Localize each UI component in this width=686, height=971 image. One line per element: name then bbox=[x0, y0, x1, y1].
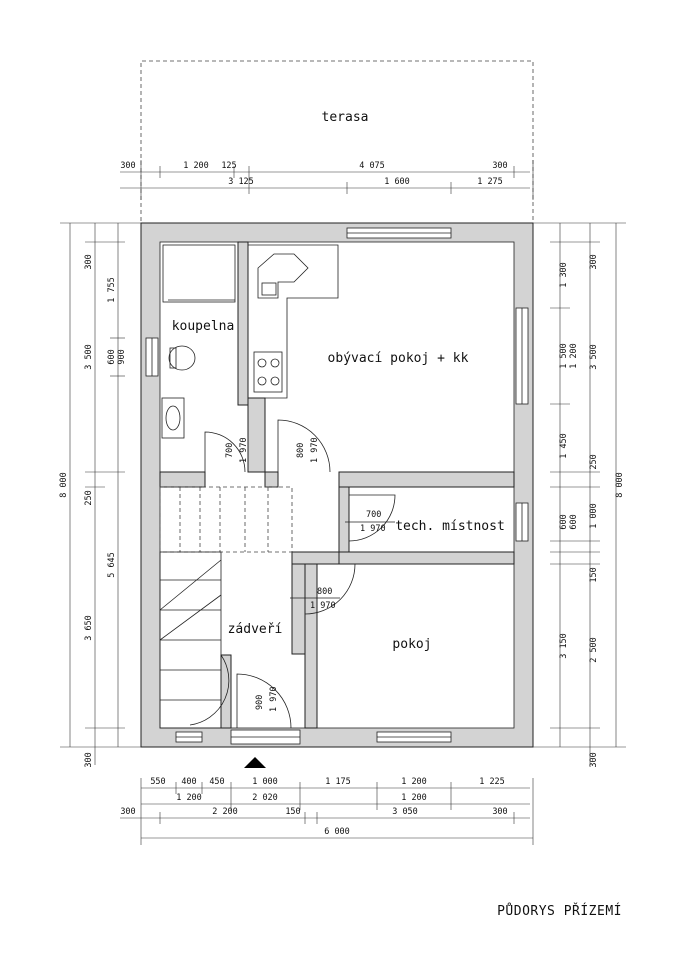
dim-right-11: 1 450 bbox=[559, 433, 569, 459]
dim-bot-7: 1 225 bbox=[479, 777, 505, 787]
dim-left-7: 600 bbox=[107, 349, 117, 364]
dim-right-13: 600 bbox=[569, 514, 579, 529]
dim-left-5: 300 bbox=[84, 752, 94, 767]
bathroom-fixtures bbox=[161, 244, 236, 439]
dim-right-4: 1 000 bbox=[589, 503, 599, 529]
dim-right-9: 1 500 bbox=[559, 343, 569, 369]
door-4-width: 800 bbox=[317, 587, 332, 597]
dim-bot-15: 300 bbox=[492, 807, 507, 817]
door-2-width: 800 bbox=[296, 443, 306, 458]
door-3-height: 1 970 bbox=[360, 524, 386, 534]
dim-left-9: 5 645 bbox=[107, 552, 117, 578]
dim-right-3: 250 bbox=[589, 454, 599, 469]
dim-right-2: 3 500 bbox=[589, 344, 599, 370]
room-label-tech: tech. místnost bbox=[395, 519, 505, 534]
dim-bot-2: 400 bbox=[181, 777, 196, 787]
windows bbox=[145, 227, 529, 745]
room-label-terasa: terasa bbox=[322, 110, 369, 125]
dim-right-14: 3 150 bbox=[559, 633, 569, 659]
dim-top-2: 1 200 bbox=[183, 161, 209, 171]
dim-top-5: 300 bbox=[492, 161, 507, 171]
door-1-height: 1 970 bbox=[239, 437, 249, 463]
entry-marker-icon bbox=[244, 757, 266, 768]
dim-bot-3: 450 bbox=[209, 777, 224, 787]
dim-right-10: 1 200 bbox=[569, 343, 579, 369]
dim-left-2: 3 500 bbox=[84, 344, 94, 370]
dim-bot-13: 150 bbox=[285, 807, 300, 817]
dim-bot-10: 1 200 bbox=[401, 793, 427, 803]
dim-bot-9: 2 020 bbox=[252, 793, 278, 803]
dim-left-1: 300 bbox=[84, 254, 94, 269]
dim-right-7: 300 bbox=[589, 752, 599, 767]
door-1-width: 700 bbox=[225, 443, 235, 458]
dimensions-top: 300 1 200 125 4 075 300 3 125 1 600 1 27… bbox=[120, 160, 534, 200]
dim-right-1: 300 bbox=[589, 254, 599, 269]
dim-bot-5: 1 175 bbox=[325, 777, 351, 787]
dim-bot-8: 1 200 bbox=[176, 793, 202, 803]
dim-right-12: 600 bbox=[559, 514, 569, 529]
dim-top-6: 3 125 bbox=[228, 177, 254, 187]
kitchen-counter bbox=[247, 244, 339, 399]
door-5-height: 1 970 bbox=[269, 686, 279, 712]
dim-bot-total: 6 000 bbox=[324, 827, 350, 837]
dim-bot-6: 1 200 bbox=[401, 777, 427, 787]
dimensions-bottom: 550 400 450 1 000 1 175 1 200 1 225 1 20… bbox=[120, 777, 534, 845]
dim-bot-1: 550 bbox=[150, 777, 165, 787]
dimensions-left: 8 000 300 3 500 250 3 650 300 1 755 600 … bbox=[59, 222, 141, 768]
door-labels: 700 1 970 800 1 970 700 1 970 800 1 970 … bbox=[225, 437, 395, 712]
dim-bot-14: 3 050 bbox=[392, 807, 418, 817]
dim-left-4: 3 650 bbox=[84, 615, 94, 641]
dimensions-right: 8 000 300 3 500 250 1 000 150 2 500 300 … bbox=[533, 222, 626, 768]
dim-left-8: 900 bbox=[117, 349, 127, 364]
room-label-zadveri: zádveří bbox=[228, 622, 283, 637]
staircase bbox=[159, 486, 293, 729]
door-2-height: 1 970 bbox=[310, 437, 320, 463]
room-label-pokoj: pokoj bbox=[392, 637, 431, 652]
door-5-width: 900 bbox=[255, 695, 265, 710]
dim-left-outer: 8 000 bbox=[59, 472, 69, 498]
room-label-koupelna: koupelna bbox=[172, 319, 235, 334]
dim-left-6: 1 755 bbox=[107, 277, 117, 303]
dim-top-8: 1 275 bbox=[477, 177, 503, 187]
dim-bot-11: 300 bbox=[120, 807, 135, 817]
dim-left-3: 250 bbox=[84, 490, 94, 505]
dim-top-7: 1 600 bbox=[384, 177, 410, 187]
dim-right-8: 1 300 bbox=[559, 262, 569, 288]
door-swings bbox=[204, 419, 396, 729]
dim-right-outer: 8 000 bbox=[615, 472, 625, 498]
terrace-outline bbox=[140, 60, 534, 228]
dim-right-6: 2 500 bbox=[589, 637, 599, 663]
dim-top-3: 125 bbox=[221, 161, 236, 171]
plan-title: PŮDORYS PŘÍZEMÍ bbox=[497, 903, 622, 919]
dim-top-1: 300 bbox=[120, 161, 135, 171]
interior-walls bbox=[159, 241, 515, 729]
dim-bot-4: 1 000 bbox=[252, 777, 278, 787]
dim-top-4: 4 075 bbox=[359, 161, 385, 171]
dim-bot-12: 2 200 bbox=[212, 807, 238, 817]
door-4-height: 1 970 bbox=[310, 601, 336, 611]
dim-right-5: 150 bbox=[589, 567, 599, 582]
room-label-obyvaci: obývací pokoj + kk bbox=[328, 351, 469, 366]
door-3-width: 700 bbox=[366, 510, 381, 520]
